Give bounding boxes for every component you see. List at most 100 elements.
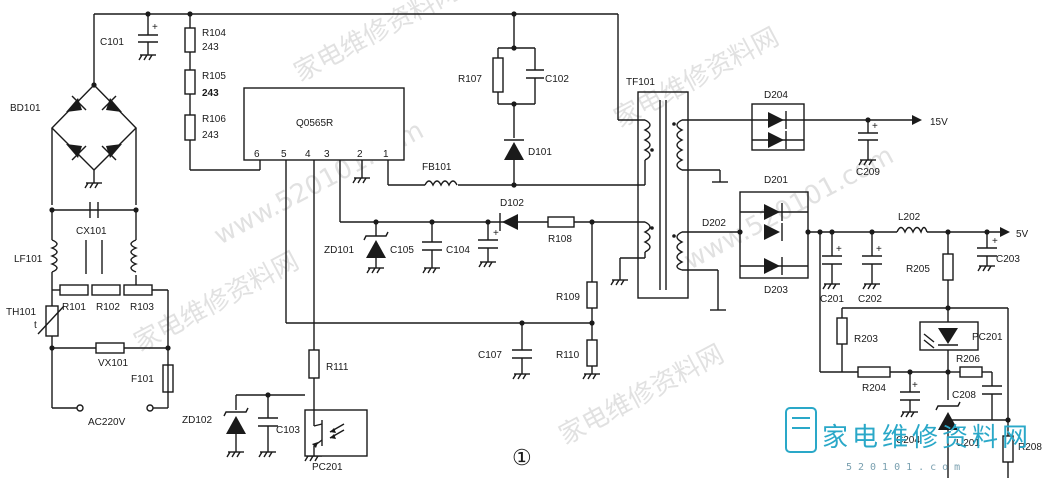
fb101-label: FB101	[422, 162, 452, 173]
c204-label: C204	[896, 435, 920, 446]
c107-label: C107	[478, 350, 502, 361]
output-15v-label: 15V	[930, 117, 948, 128]
c104-label: C104	[446, 245, 470, 256]
th101-label: TH101	[6, 307, 36, 318]
capacitor-c103: C103	[258, 417, 300, 436]
d204-label: D204	[764, 90, 788, 101]
r206-label: R206	[956, 354, 980, 365]
choke-lf101: LF101	[14, 239, 138, 275]
varistor-vx101: VX101	[95, 342, 128, 369]
r105-value: 243	[202, 88, 219, 99]
inductor-l202: L202	[896, 212, 928, 234]
tf101-label: TF101	[626, 77, 655, 88]
r107-label: R107	[458, 74, 482, 85]
svg-text:+: +	[493, 228, 499, 239]
resistor-r110: R110	[556, 339, 598, 367]
ic-pin-6: 6	[254, 149, 260, 160]
ground-icon	[900, 411, 918, 418]
resistor-r206: R206	[956, 354, 983, 378]
c101-label: C101	[100, 37, 124, 48]
svg-text:+: +	[912, 380, 918, 391]
brand-name: 家电维修资料网	[822, 423, 1032, 453]
diode-d204: D204	[751, 90, 805, 151]
resistor-r111: R111	[308, 349, 349, 379]
resistor-r107: R107	[458, 57, 504, 93]
watermark-site-text: 家电维修资料网	[289, 0, 464, 88]
ground-icon	[582, 373, 600, 380]
ground-icon	[977, 265, 995, 272]
svg-text:+: +	[992, 236, 998, 247]
resistor-r103: R103	[123, 284, 154, 313]
ground-icon	[138, 54, 156, 61]
r208-label: R208	[1018, 442, 1042, 453]
f101-label: F101	[131, 374, 154, 385]
resistor-r105: R105 243	[184, 69, 226, 99]
u201-label: U201	[956, 438, 980, 449]
ground-icon	[478, 261, 496, 268]
capacitor-c107: C107	[478, 349, 532, 361]
pc201-secondary-label: PC201	[972, 332, 1003, 343]
bd101-label: BD101	[10, 103, 41, 114]
cx101-label: CX101	[76, 226, 107, 237]
transformer-tf101: TF101	[626, 77, 689, 299]
c203-label: C203	[996, 254, 1020, 265]
r101-label: R101	[62, 302, 86, 313]
r204-label: R204	[862, 383, 886, 394]
r203-label: R203	[854, 334, 878, 345]
svg-text:+: +	[876, 244, 882, 255]
lf101-label: LF101	[14, 254, 43, 265]
r109-label: R109	[556, 292, 580, 303]
c209-label: C209	[856, 167, 880, 178]
resistor-r101: R101	[59, 284, 89, 313]
c201-label: C201	[820, 294, 844, 305]
output-5v-label: 5V	[1016, 229, 1029, 240]
zener-zd101: ZD101	[324, 231, 389, 258]
vx101-label: VX101	[98, 358, 128, 369]
watermark-site-text: 家电维修资料网	[129, 246, 304, 358]
c105-label: C105	[390, 245, 414, 256]
c103-label: C103	[276, 425, 300, 436]
fuse-f101: F101	[131, 364, 174, 393]
watermark-site-text: 家电维修资料网	[554, 339, 729, 451]
ground-icon	[258, 451, 276, 458]
figure-number: ①	[512, 446, 532, 471]
zd101-label: ZD101	[324, 245, 354, 256]
svg-text:+: +	[836, 244, 842, 255]
c202-label: C202	[858, 294, 882, 305]
d202-label: D202	[702, 218, 726, 229]
ac-input-label: AC220V	[88, 417, 126, 428]
ground-icon	[352, 177, 370, 184]
ferrite-bead-fb101: FB101	[422, 162, 458, 187]
resistor-r104: R104 243	[184, 27, 226, 53]
output-15v: 15V	[912, 115, 948, 128]
r106-label: R106	[202, 114, 226, 125]
capacitor-cx101: CX101	[76, 202, 107, 237]
d101-label: D101	[528, 147, 552, 158]
c208-label: C208	[952, 390, 976, 401]
ground-icon	[512, 373, 530, 380]
c102-label: C102	[545, 74, 569, 85]
r205-label: R205	[906, 264, 930, 275]
resistor-r102: R102	[91, 284, 121, 313]
r105-label: R105	[202, 71, 226, 82]
resistor-r204: R204	[857, 366, 891, 394]
capacitor-c204: + C204	[896, 380, 920, 446]
svg-text:+: +	[872, 121, 878, 132]
ground-icon	[610, 279, 628, 286]
ground-icon	[822, 283, 840, 290]
r103-label: R103	[130, 302, 154, 313]
regulator-u201: U201	[935, 401, 980, 449]
r111-label: R111	[326, 362, 349, 373]
pc201-primary-label: PC201	[312, 462, 343, 473]
resistor-r203: R203	[836, 317, 878, 345]
th101-t-label: t	[34, 320, 37, 331]
resistor-r208: R208	[1002, 435, 1042, 463]
ic-name: Q0565R	[296, 118, 333, 129]
capacitor-c202: + C202	[858, 244, 882, 305]
ac-input-terminals: AC220V	[52, 404, 169, 428]
ic-pin-2: 2	[357, 149, 363, 160]
r102-label: R102	[96, 302, 120, 313]
zd102-label: ZD102	[182, 415, 212, 426]
ic-pin-1: 1	[383, 149, 389, 160]
svg-text:+: +	[152, 22, 158, 33]
